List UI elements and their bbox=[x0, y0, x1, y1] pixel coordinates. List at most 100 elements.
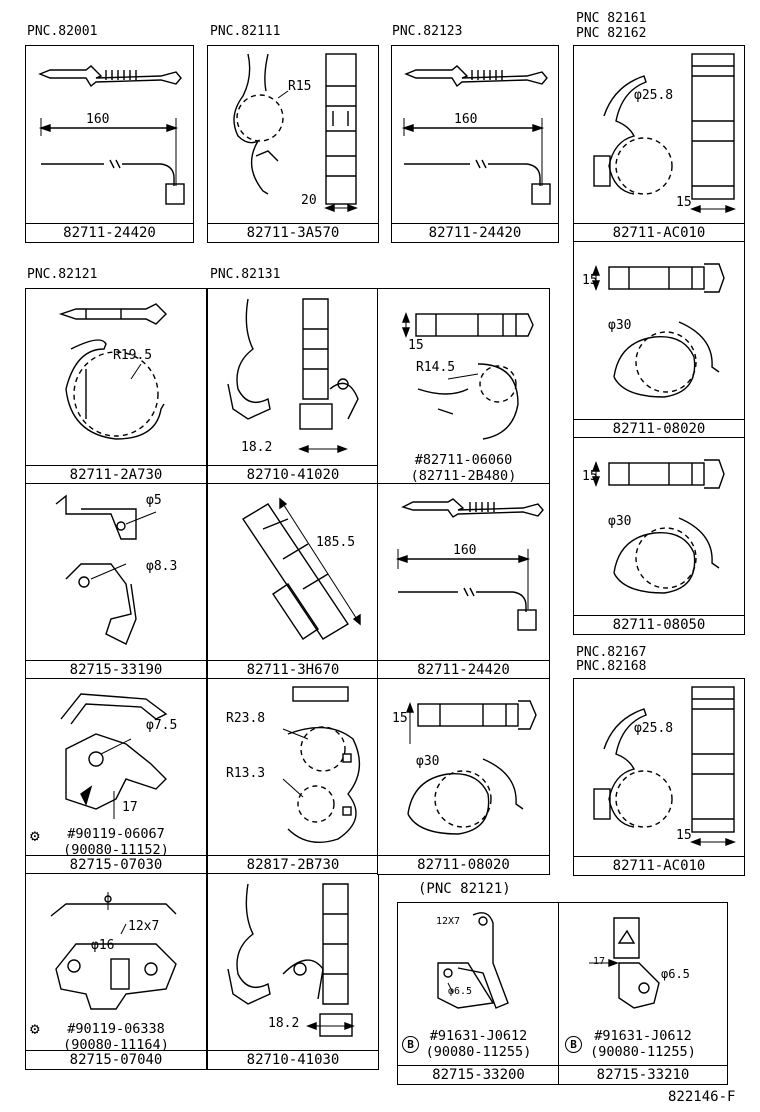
part-number: 82711-24420 bbox=[378, 660, 549, 679]
clip-185-5-drawing bbox=[242, 497, 361, 640]
dim-phi-25-8: φ25.8 bbox=[634, 88, 674, 103]
header-pnc-82123: PNC.82123 bbox=[392, 24, 463, 39]
dim-r14-5: R14.5 bbox=[416, 360, 456, 375]
part-box-82711-AC010-a[interactable]: φ25.8 15 82711-AC010 bbox=[573, 45, 745, 243]
clamp-25-8-drawing bbox=[593, 686, 736, 847]
part-box-82711-08050[interactable]: 15 φ30 82711-08050 bbox=[573, 437, 745, 635]
bracket-phi-6-5-drawing bbox=[589, 917, 660, 1009]
dim-phi-8-3: φ8.3 bbox=[146, 559, 178, 574]
dim-phi-6-5: φ6.5 bbox=[448, 986, 473, 997]
wire-tie-160-drawing bbox=[395, 498, 544, 631]
part-number-hash: #90119-06067 bbox=[67, 826, 165, 842]
dim-phi-5: φ5 bbox=[146, 493, 162, 508]
part-number-hash: #82711-06060 bbox=[414, 452, 513, 468]
clamp-r19-5-drawing bbox=[58, 303, 167, 440]
part-number: 82710-41030 bbox=[208, 1050, 378, 1069]
header-pnc-82111: PNC.82111 bbox=[210, 24, 281, 39]
part-box-82711-08020-right[interactable]: 15 φ30 82711-08020 bbox=[573, 241, 745, 439]
part-number: 82715-07040 bbox=[26, 1050, 206, 1069]
header-pnc-82121-group: (PNC 82121) bbox=[418, 881, 511, 897]
part-box-82715-33210[interactable]: 17 φ6.5 B #91631-J0612 (90080-11255) 827… bbox=[558, 902, 728, 1085]
part-number-hash: #90119-06338 bbox=[67, 1021, 165, 1037]
header-pnc-82131: PNC.82131 bbox=[210, 267, 281, 282]
header-pnc-82001: PNC.82001 bbox=[27, 24, 98, 39]
part-box-82817-2B730[interactable]: R23.8 R13.3 82817-2B730 bbox=[207, 678, 379, 875]
part-box-82711-24420-c[interactable]: 160 82711-24420 bbox=[377, 483, 550, 680]
part-number: 82817-2B730 bbox=[208, 855, 378, 874]
bracket-phi-7-5-drawing bbox=[60, 693, 168, 819]
clamp-18-2-drawing bbox=[227, 298, 359, 454]
dim-phi-16: φ16 bbox=[91, 938, 115, 953]
part-number-alt: (90080-11164) bbox=[63, 1037, 169, 1053]
part-number-alt: (90080-11152) bbox=[63, 842, 169, 858]
part-number: 82711-AC010 bbox=[574, 223, 744, 242]
part-number: 82711-2A730 bbox=[26, 465, 206, 484]
part-box-82711-06060[interactable]: 15 R14.5 #82711-06060 (82711-2B480) bbox=[377, 288, 550, 485]
header-pnc-82121: PNC.82121 bbox=[27, 267, 98, 282]
dim-phi-25-8: φ25.8 bbox=[634, 721, 674, 736]
part-box-82711-24420-a[interactable]: 160 82711-24420 bbox=[25, 45, 194, 243]
part-number-alt: (90080-11255) bbox=[425, 1044, 532, 1060]
diagram-code: 822146-F bbox=[668, 1089, 736, 1105]
header-pnc-82167: PNC.82167 bbox=[576, 645, 647, 660]
wire-tie-160-drawing bbox=[401, 65, 551, 205]
part-number-hash: #91631-J0612 bbox=[429, 1028, 528, 1044]
part-number: 82711-08050 bbox=[574, 615, 744, 634]
part-box-82715-33200[interactable]: 12X7 φ6.5 B #91631-J0612 (90080-11255) 8… bbox=[397, 902, 560, 1085]
bracket-drawing bbox=[55, 494, 157, 645]
part-box-82711-2A730[interactable]: R19.5 82711-2A730 bbox=[25, 288, 207, 485]
dim-r19-5: R19.5 bbox=[113, 348, 153, 363]
bolt-marker-b: B bbox=[402, 1036, 419, 1053]
bolt-icon: ⚙ bbox=[30, 1019, 40, 1038]
part-number: 82711-08020 bbox=[378, 855, 549, 874]
header-pnc-82168: PNC.82168 bbox=[576, 659, 647, 674]
dim-160: 160 bbox=[453, 543, 477, 558]
dim-17: 17 bbox=[122, 800, 138, 815]
part-box-82711-3H670[interactable]: 185.5 82711-3H670 bbox=[207, 483, 379, 680]
clamp-30-drawing bbox=[591, 459, 725, 594]
part-number: 82711-3A570 bbox=[208, 223, 378, 242]
part-number: 82710-41020 bbox=[208, 465, 378, 484]
part-number: 82711-AC010 bbox=[574, 856, 744, 875]
dim-15: 15 bbox=[676, 828, 692, 843]
dim-r13-3: R13.3 bbox=[226, 766, 266, 781]
dim-phi-30: φ30 bbox=[608, 514, 632, 529]
dim-phi-7-5: φ7.5 bbox=[146, 718, 178, 733]
part-box-82711-AC010-b[interactable]: φ25.8 15 82711-AC010 bbox=[573, 678, 745, 876]
dim-15: 15 bbox=[582, 273, 598, 288]
clamp-18-2-drawing bbox=[227, 883, 355, 1037]
clamp-r23-8-drawing bbox=[282, 686, 361, 843]
dim-17: 17 bbox=[593, 956, 606, 967]
dim-160: 160 bbox=[86, 112, 110, 127]
dim-160: 160 bbox=[454, 112, 478, 127]
part-number: 82715-33190 bbox=[26, 660, 206, 679]
wire-tie-160-drawing bbox=[38, 65, 185, 205]
dim-185-5: 185.5 bbox=[316, 535, 356, 550]
dim-15: 15 bbox=[392, 711, 408, 726]
part-box-82710-41030[interactable]: 18.2 82710-41030 bbox=[207, 873, 379, 1070]
part-number: 82711-24420 bbox=[26, 223, 193, 242]
part-box-82715-33190[interactable]: φ5 φ8.3 82715-33190 bbox=[25, 483, 207, 680]
part-number: 82711-08020 bbox=[574, 419, 744, 438]
bracket-12x7-drawing bbox=[437, 912, 509, 1009]
dim-phi-30: φ30 bbox=[608, 318, 632, 333]
part-box-82711-08020-mid[interactable]: 15 φ30 82711-08020 bbox=[377, 678, 550, 875]
part-box-82711-24420-b[interactable]: 160 82711-24420 bbox=[391, 45, 559, 243]
header-pnc-82161: PNC 82161 bbox=[576, 11, 647, 26]
part-number-hash: #91631-J0612 bbox=[594, 1028, 692, 1044]
part-box-82710-41020[interactable]: 18.2 82710-41020 bbox=[207, 288, 379, 485]
dim-18-2: 18.2 bbox=[268, 1016, 300, 1031]
clamp-r15-drawing bbox=[233, 53, 358, 213]
part-number: 82715-07030 bbox=[26, 855, 206, 874]
part-box-82715-07040[interactable]: 12x7 φ16 ⚙ #90119-06338 (90080-11164) 82… bbox=[25, 873, 207, 1070]
part-number: 82711-24420 bbox=[392, 223, 558, 242]
part-number-alt: (90080-11255) bbox=[590, 1044, 696, 1060]
plate-phi-16-drawing bbox=[50, 892, 177, 1010]
dim-15: 15 bbox=[408, 338, 424, 353]
clamp-25-8-drawing bbox=[593, 53, 736, 214]
part-number: 82711-3H670 bbox=[208, 660, 378, 679]
part-box-82711-3A570[interactable]: R15 20 82711-3A570 bbox=[207, 45, 379, 243]
clamp-30-drawing bbox=[405, 700, 537, 835]
dim-phi-6-5: φ6.5 bbox=[661, 967, 690, 981]
part-box-82715-07030[interactable]: φ7.5 17 ⚙ #90119-06067 (90080-11152) 827… bbox=[25, 678, 207, 875]
